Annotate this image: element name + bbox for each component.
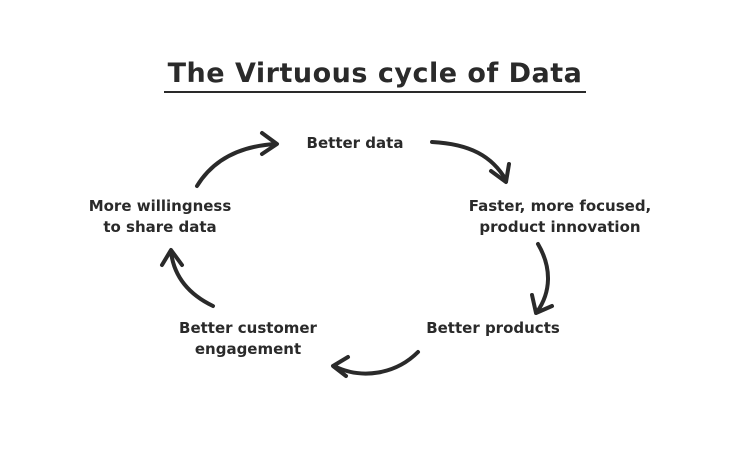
node-better-engagement: Better customer engagement [168,318,328,360]
arrow-innovation-to-products [530,242,554,315]
arrow-data-to-innovation [430,140,511,184]
diagram-title-text: The Virtuous cycle of Data [163,58,587,93]
diagram-title: The Virtuous cycle of Data [0,58,750,93]
node-faster-innovation-line-1: Faster, more focused, [468,197,652,215]
node-more-willingness-line-1: More willingness [88,197,232,215]
node-more-willingness-line-2: to share data [103,218,217,236]
node-better-data-label: Better data [306,134,404,152]
node-faster-innovation-line-2: product innovation [479,218,641,236]
node-better-engagement-line-1: Better customer [179,319,317,337]
node-better-data: Better data [290,133,420,154]
arrow-willingness-to-data [195,131,279,188]
node-more-willingness: More willingness to share data [80,196,240,238]
arrow-products-to-engagement [331,350,420,378]
node-faster-innovation: Faster, more focused, product innovation [465,196,655,238]
node-better-products-label: Better products [426,319,560,337]
node-better-products: Better products [418,318,568,339]
arrow-engagement-to-willingness [160,248,215,308]
node-better-engagement-line-2: engagement [194,340,302,358]
